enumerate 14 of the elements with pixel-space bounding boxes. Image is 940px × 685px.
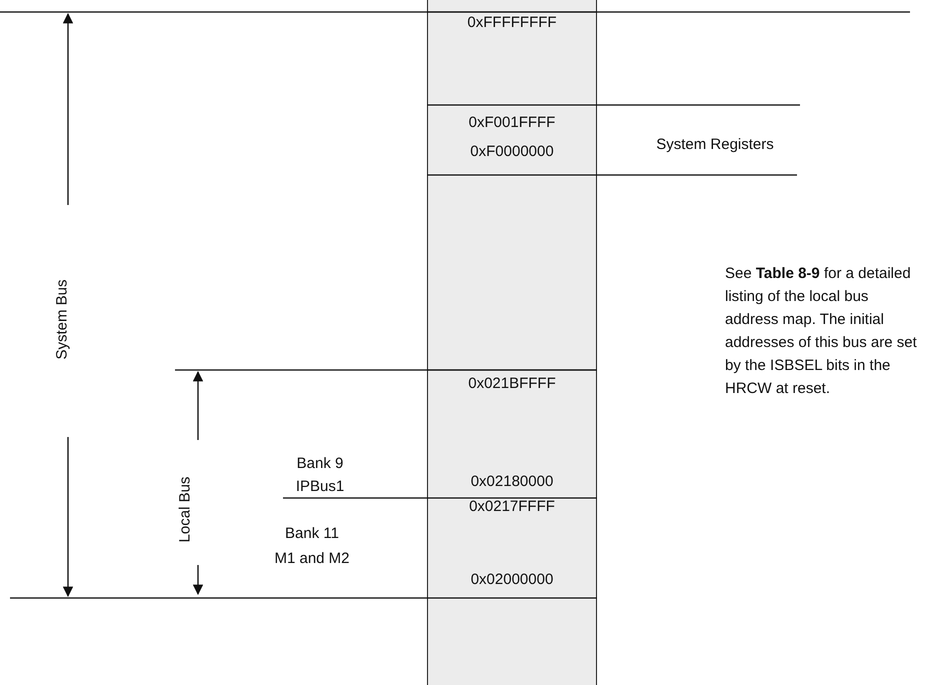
address-label: 0xFFFFFFFF [466, 14, 558, 31]
region-label: System Registers [655, 136, 775, 153]
memory-map-column [427, 0, 597, 685]
note-text: See Table 8-9 for a detailed listing of the local bus address map. The initial addresses of this bus are set by the ISBSEL bits in the HRCW at reset. [725, 264, 918, 399]
bank-label: Bank 11 M1 and M2 [273, 524, 351, 569]
bus-label: Local Bus [176, 476, 194, 544]
address-label: 0x02000000 [470, 571, 554, 588]
address-label: 0x0217FFFF [468, 498, 556, 515]
bank-label: Bank 9 IPBus1 [294, 454, 346, 497]
address-label: 0x021BFFFF [467, 375, 557, 392]
address-label: 0xF0000000 [469, 143, 555, 160]
address-label: 0xF001FFFF [468, 114, 556, 131]
address-label: 0x02180000 [470, 473, 554, 490]
bus-label: System Bus [54, 278, 70, 362]
